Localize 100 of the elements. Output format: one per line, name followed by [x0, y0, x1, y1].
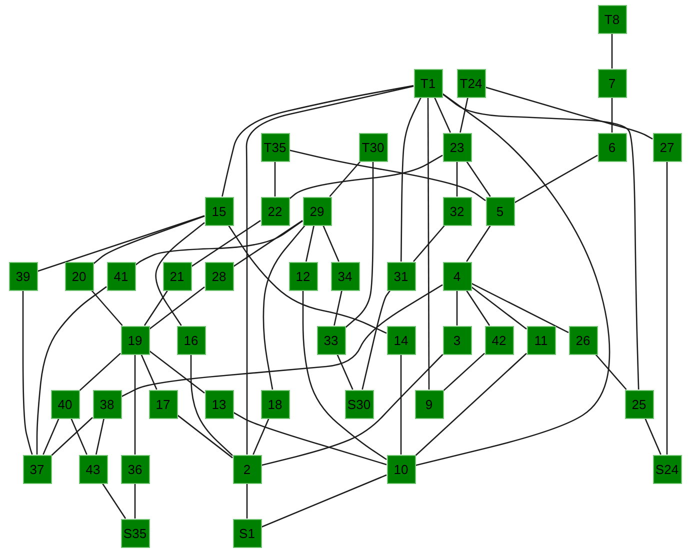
connector-line — [289, 150, 486, 202]
connector-line — [177, 414, 233, 458]
graph-node: T30 — [358, 132, 388, 162]
graph-node: 15 — [204, 196, 234, 226]
connector-line — [362, 290, 391, 390]
graph-node: 40 — [50, 390, 80, 418]
graph-node: T24 — [456, 68, 486, 98]
connector-line — [305, 225, 315, 262]
connector-line — [289, 154, 443, 200]
connector-line — [485, 86, 653, 140]
connector-line — [222, 85, 414, 197]
graph-node: 11 — [526, 326, 556, 354]
connector-line — [42, 418, 60, 455]
connector-line — [466, 161, 491, 197]
connector-line — [149, 350, 205, 394]
connector-line — [37, 215, 205, 272]
graph-node: 12 — [288, 262, 318, 290]
graph-node: 4 — [442, 262, 472, 290]
connector-line — [51, 417, 93, 456]
connector-line — [456, 162, 458, 196]
graph-node: 38 — [92, 390, 122, 418]
graph-node: 10 — [386, 454, 416, 484]
graph-node: 42 — [484, 326, 514, 354]
graph-node: T35 — [260, 132, 290, 162]
graph-node: 7 — [598, 68, 626, 98]
graph-node: T8 — [598, 4, 626, 34]
connector-line — [262, 225, 306, 390]
connector-line — [228, 225, 387, 334]
connector-line — [302, 290, 387, 460]
connector-line — [329, 161, 361, 197]
connector-line — [70, 418, 88, 455]
connector-line — [415, 93, 610, 466]
connector-line — [322, 225, 340, 262]
connector-line — [233, 220, 303, 267]
graph-node: 36 — [120, 454, 150, 484]
graph-node: 9 — [414, 390, 444, 418]
connector-line — [274, 162, 276, 196]
graph-node: 19 — [120, 326, 150, 354]
graph-node: 33 — [316, 326, 346, 354]
connector-line — [466, 290, 490, 326]
connector-line — [400, 354, 402, 454]
graph-node: 3 — [442, 326, 472, 354]
connector-line — [261, 354, 444, 466]
graph-node: 34 — [330, 262, 360, 290]
graph-node: 22 — [260, 196, 290, 226]
graph-node: 41 — [106, 262, 136, 290]
graph-node: 43 — [78, 454, 108, 484]
connector-line — [442, 93, 640, 390]
graph-node: T1 — [414, 68, 442, 98]
connector-line — [140, 354, 158, 390]
connector-line — [22, 290, 33, 455]
connector-line — [95, 418, 105, 455]
connector-line — [144, 290, 168, 326]
connector-line — [460, 97, 468, 133]
connector-line — [611, 98, 613, 132]
connector-line — [134, 484, 136, 518]
connector-line — [190, 354, 233, 456]
connector-line — [666, 162, 668, 454]
graph-node: 18 — [260, 390, 290, 418]
connector-line — [644, 418, 662, 455]
graph-node: 23 — [442, 132, 472, 162]
connector-line — [102, 483, 126, 519]
graph-node: S1 — [232, 518, 262, 548]
graph-node: 21 — [162, 262, 192, 290]
connector-line — [135, 220, 303, 266]
connector-line — [336, 354, 354, 390]
connector-line — [345, 162, 374, 328]
connector-line — [514, 154, 598, 204]
connector-line — [79, 352, 121, 392]
graph-node: S24 — [652, 454, 682, 484]
connector-line — [191, 220, 261, 267]
graph-node: 2 — [232, 454, 262, 484]
connector-line — [36, 286, 107, 454]
connector-line — [233, 412, 387, 466]
connector-line — [134, 354, 136, 454]
graph-node: S35 — [120, 518, 150, 548]
connector-line — [611, 34, 613, 68]
connector-line — [252, 418, 270, 455]
connector-line — [334, 290, 342, 326]
connector-line — [471, 286, 527, 330]
connector-line — [91, 290, 123, 326]
graph-node: 13 — [204, 390, 234, 418]
graph-node: 32 — [442, 196, 472, 226]
connector-line — [415, 352, 527, 456]
connector-line — [121, 284, 443, 398]
connector-line — [456, 290, 458, 326]
graph-node: 39 — [8, 262, 38, 290]
graph-node: 16 — [176, 326, 206, 354]
graph-node: 25 — [624, 390, 654, 418]
connector-line — [261, 474, 387, 528]
connector-line — [427, 98, 430, 390]
graph-node: 37 — [22, 454, 52, 484]
graph-node: 26 — [568, 326, 598, 354]
graph-node: S30 — [344, 390, 374, 418]
graph-node: 17 — [148, 390, 178, 418]
connector-line — [443, 352, 485, 392]
graph-node: 20 — [64, 262, 94, 290]
connector-line — [471, 282, 569, 334]
connector-line — [246, 484, 248, 518]
connector-line — [246, 86, 414, 454]
